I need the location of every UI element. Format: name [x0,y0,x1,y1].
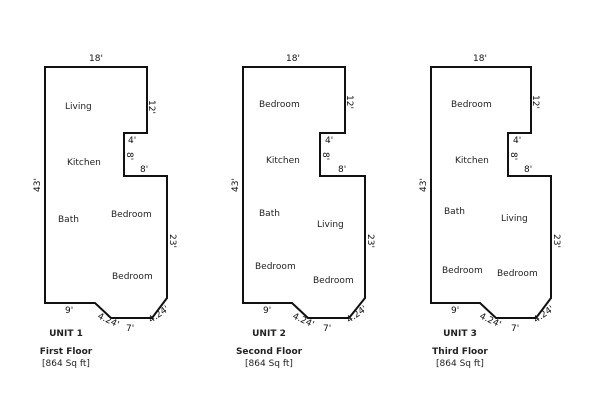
room-label: Bedroom [497,269,538,279]
room-label: Bedroom [255,262,296,272]
floor-label: Second Floor [235,347,303,357]
dim-right-upper: 12' [344,95,354,109]
dim-notch-top: 4' [128,136,136,146]
room-label: Bedroom [313,276,354,286]
room-label: Bath [58,215,79,225]
unit-3-plan: 18' 12' 4' 8' 8' 43' 23' 9' 4.24' 7' 4.2… [419,54,561,334]
dim-bottom: 7' [323,324,331,334]
unit-1-outline [44,66,168,319]
area-label: [864 Sq ft] [436,359,484,369]
dim-notch-bottom: 8' [140,165,148,175]
dim-bottom: 7' [511,324,519,334]
dim-right-lower: 23' [365,234,375,248]
dim-bottom-left: 9' [65,306,73,316]
dim-left: 43' [33,178,43,192]
area-label: [864 Sq ft] [245,359,293,369]
dim-notch-side: 8' [508,152,518,160]
dim-left: 43' [419,178,429,192]
dim-notch-top: 4' [513,136,521,146]
dim-top: 18' [89,54,103,64]
room-label: Bedroom [451,100,492,110]
room-label: Bath [259,209,280,219]
dim-bottom-left: 9' [263,306,271,316]
dim-top: 18' [473,54,487,64]
room-label: Bedroom [259,100,300,110]
unit-2-plan: 18' 12' 4' 8' 8' 43' 23' 9' 4.24' 7' 4.2… [231,54,375,334]
dim-notch-bottom: 8' [524,165,532,175]
area-label: [864 Sq ft] [42,359,90,369]
unit-3-outline [430,66,552,319]
dim-bottom: 7' [126,324,134,334]
room-label: Kitchen [67,158,101,168]
room-label: Living [65,102,92,112]
dim-right-lower: 23' [551,234,561,248]
dim-left: 43' [231,178,241,192]
unit-title: UNIT 2 [252,329,286,339]
unit-1-plan: 18' 12' 4' 8' 8' 43' 23' 9' 4.24' 7' 4.2… [33,54,177,334]
unit-title: UNIT 1 [49,329,83,339]
unit-2-caption: UNIT 2 Second Floor [864 Sq ft] [209,328,329,370]
unit-3-caption: UNIT 3 Third Floor [864 Sq ft] [400,328,520,370]
dim-top: 18' [286,54,300,64]
dim-right-upper: 12' [530,95,540,109]
room-label: Bedroom [442,266,483,276]
room-label: Living [317,220,344,230]
unit-title: UNIT 3 [443,329,477,339]
room-label: Bedroom [111,210,152,220]
dim-notch-bottom: 8' [338,165,346,175]
room-label: Kitchen [455,156,489,166]
dim-right-upper: 12' [146,100,156,114]
room-label: Bath [444,207,465,217]
dim-bottom-left: 9' [451,306,459,316]
floor-label: Third Floor [432,347,488,357]
room-label: Bedroom [112,272,153,282]
floor-label: First Floor [39,347,93,357]
dim-notch-top: 4' [325,136,333,146]
unit-1-caption: UNIT 1 First Floor [864 Sq ft] [6,328,126,370]
dim-right-lower: 23' [167,234,177,248]
dim-notch-side: 8' [320,152,330,160]
dim-notch-side: 8' [124,152,134,160]
room-label: Kitchen [266,156,300,166]
unit-2-outline [242,66,366,319]
room-label: Living [501,214,528,224]
